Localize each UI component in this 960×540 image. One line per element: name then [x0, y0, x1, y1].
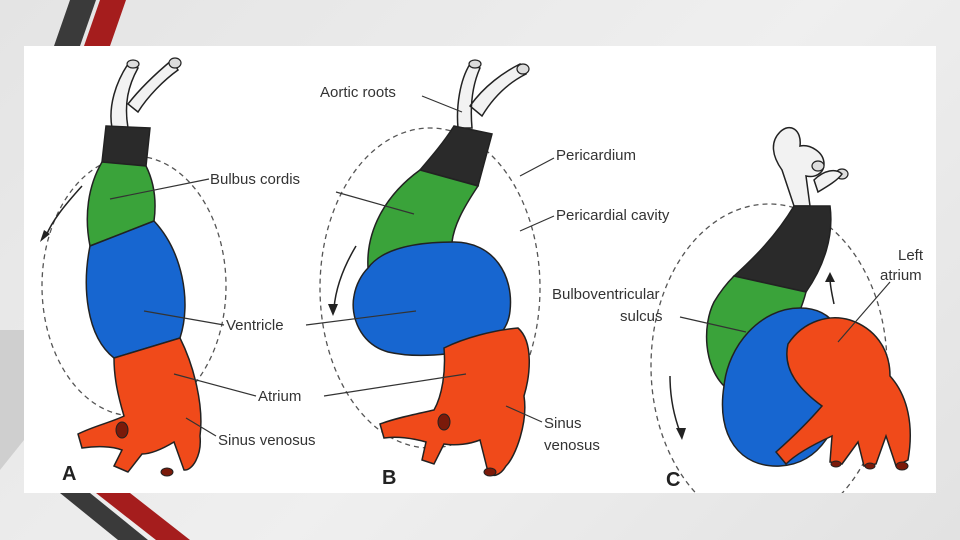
vein-opening-c2 — [864, 462, 876, 470]
panel-c: C — [650, 126, 911, 493]
deco-top-red-stripe — [84, 0, 126, 46]
label-pericardium: Pericardium — [556, 147, 636, 164]
label-ventricle: Ventricle — [226, 317, 284, 334]
vein-opening-b2 — [483, 467, 497, 477]
rotation-arrow-b — [333, 245, 357, 309]
leader-ventricle-b — [305, 310, 417, 326]
atrium-b — [379, 327, 530, 477]
label-bulboventricular-line1: Bulboventricular — [552, 286, 660, 303]
leader-atrium-b — [323, 373, 467, 397]
label-aortic-roots: Aortic roots — [320, 84, 396, 101]
leader-atrium-a — [173, 373, 257, 397]
rotation-arrow-a — [45, 185, 83, 237]
heart-tube-figure: A — [24, 46, 936, 493]
panel-letter-a: A — [62, 463, 76, 485]
deco-bottom-red-stripe — [96, 493, 190, 540]
aortic-roots-b — [456, 63, 528, 129]
panel-a: A — [40, 57, 257, 485]
aortic-roots-c — [772, 126, 825, 207]
deco-bottom-dark-stripe — [60, 493, 148, 540]
rotation-arrowhead-c2 — [825, 272, 835, 282]
leader-aortic-roots-b — [421, 95, 463, 113]
pericardium-outline-b — [319, 127, 541, 449]
aortic-roots-a — [110, 58, 179, 129]
rotation-arrowhead-c — [676, 428, 686, 440]
atrium-a — [77, 337, 202, 473]
aortic-root-opening-a2 — [168, 57, 182, 69]
aortic-root-opening-a1 — [126, 59, 140, 69]
aortic-root-opening-b1 — [468, 59, 482, 69]
aortic-root-opening-b2 — [516, 63, 530, 75]
leader-pericardial-cavity-b — [519, 215, 555, 232]
vein-opening-b1 — [437, 413, 451, 431]
label-pericardial-cavity: Pericardial cavity — [556, 207, 670, 224]
vein-opening-a2 — [160, 467, 174, 477]
leader-ventricle-a — [143, 310, 225, 326]
aortic-root-c2 — [813, 169, 843, 194]
rotation-arrow-c — [669, 375, 681, 433]
label-atrium: Atrium — [258, 388, 301, 405]
label-sinus-venosus-a: Sinus venosus — [218, 432, 316, 449]
rotation-arrowhead-a — [40, 230, 50, 242]
vein-opening-c3 — [830, 460, 842, 468]
deco-left-gray-stripe — [0, 330, 24, 470]
leader-pericardium-b — [519, 157, 555, 177]
label-sinus-line2: venosus — [544, 437, 600, 454]
label-bulboventricular-line2: sulcus — [620, 308, 663, 325]
panel-letter-b: B — [382, 467, 396, 489]
label-sinus-line1: Sinus — [544, 415, 582, 432]
label-bulbus-cordis: Bulbus cordis — [210, 171, 300, 188]
leader-bulbus-cordis-b — [335, 191, 415, 215]
leader-sinus-venosus-b — [505, 405, 543, 423]
aortic-root-opening-c1 — [811, 160, 825, 172]
leader-bulbus-cordis-a — [109, 178, 210, 200]
label-left-line1: Left — [898, 247, 924, 264]
panel-letter-c: C — [666, 469, 680, 491]
vein-opening-c1 — [895, 461, 909, 471]
rotation-arrowhead-b — [328, 304, 338, 316]
conotruncus-a — [101, 125, 151, 167]
ventricle-a — [85, 220, 186, 359]
leader-bulboventricular-sulcus-c — [679, 316, 747, 333]
heart-looping-diagram: A — [40, 57, 924, 493]
vein-opening-a1 — [115, 421, 129, 439]
leader-sinus-venosus-a — [185, 417, 217, 437]
leader-left-atrium-c — [837, 281, 891, 343]
panel-b: B — [305, 59, 555, 489]
label-left-line2: atrium — [880, 267, 922, 284]
deco-top-dark-stripe — [54, 0, 96, 46]
